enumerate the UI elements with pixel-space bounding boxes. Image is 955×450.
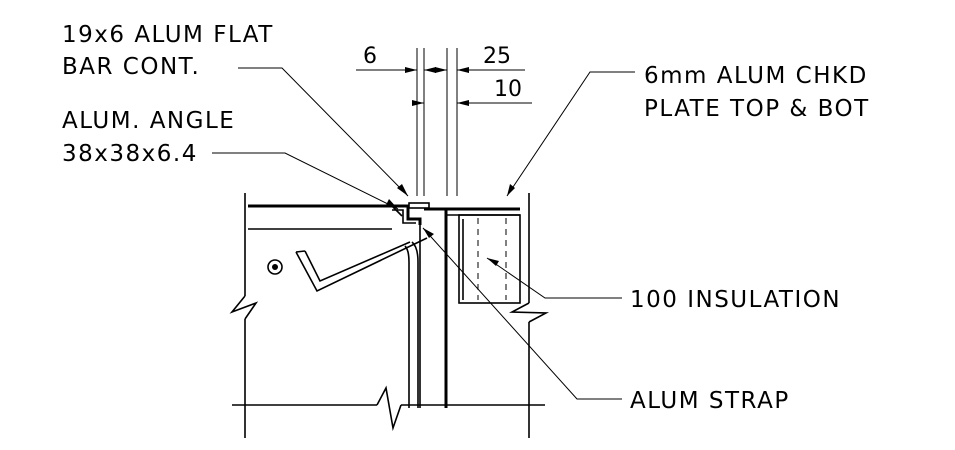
plate-label-line2: PLATE TOP & BOT xyxy=(644,96,870,122)
flat-bar-label-line2: BAR CONT. xyxy=(62,54,200,80)
dimension-10: 10 xyxy=(494,77,522,102)
angle-label-line2: 38x38x6.4 xyxy=(62,141,198,167)
insulation-label: 100 INSULATION xyxy=(630,287,841,313)
section-geometry xyxy=(229,193,550,438)
strap-label: ALUM STRAP xyxy=(630,388,790,414)
dimension-6: 6 xyxy=(363,44,377,69)
dimension-lines xyxy=(356,48,532,196)
leader-lines xyxy=(212,67,635,400)
dimension-25: 25 xyxy=(483,44,511,69)
flat-bar-label-line1: 19x6 ALUM FLAT xyxy=(62,22,274,48)
plate-label-line1: 6mm ALUM CHKD xyxy=(644,63,868,89)
angle-label-line1: ALUM. ANGLE xyxy=(62,108,235,134)
